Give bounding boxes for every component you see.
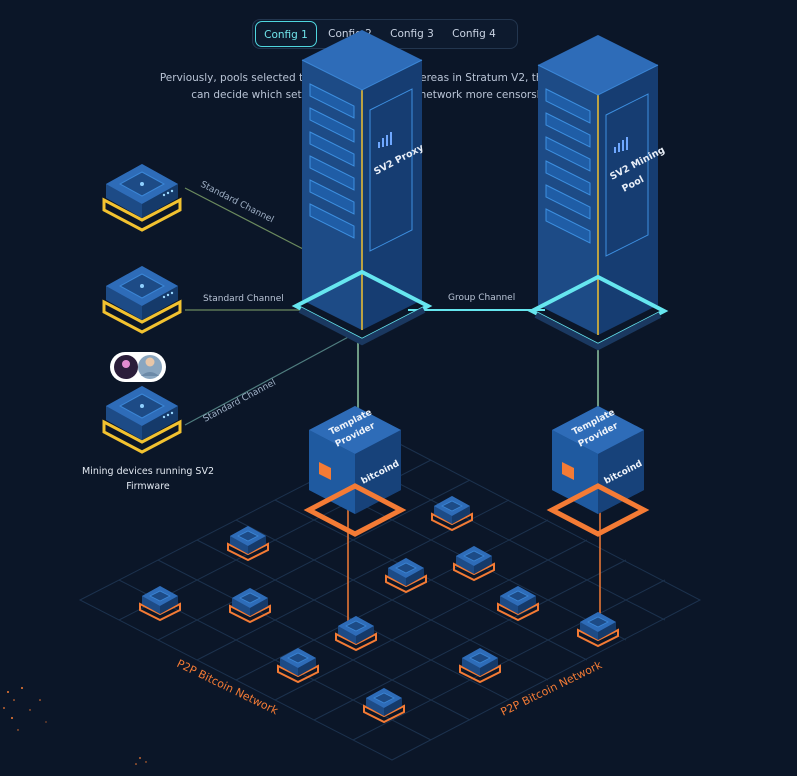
chart-bars-icon: [614, 137, 628, 153]
p2p-node: [229, 587, 271, 623]
decorative-dust: [3, 687, 147, 765]
p2p-node: [497, 585, 539, 621]
mining-device-3: [102, 384, 182, 454]
mining-device-2: [102, 264, 182, 334]
devices-caption-line-1: Mining devices running SV2: [82, 466, 214, 477]
template-provider-right: Template Provider bitcoind: [552, 406, 644, 534]
avatar: [138, 355, 162, 379]
p2p-node: [227, 525, 269, 561]
tab-config-3[interactable]: Config 3: [390, 28, 434, 40]
channel-label-3: Standard Channel: [202, 378, 278, 425]
p2p-node: [277, 647, 319, 683]
tab-config-1[interactable]: Config 1: [255, 21, 317, 47]
channel-label-1: Standard Channel: [199, 180, 276, 226]
devices-caption-line-2: Firmware: [126, 481, 170, 492]
mining-device-1: [102, 162, 182, 232]
channel-label-2: Standard Channel: [203, 294, 284, 304]
p2p-node: [335, 615, 377, 651]
p2p-node: [431, 495, 473, 531]
template-provider-left: Template Provider bitcoind: [309, 406, 401, 534]
sv2-proxy-server: SV2 Proxy: [296, 30, 428, 342]
chart-bars-icon: [378, 132, 392, 148]
tab-config-4[interactable]: Config 4: [452, 28, 496, 40]
p2p-label-left: P2P Bitcoin Network: [175, 657, 281, 718]
p2p-node: [385, 557, 427, 593]
group-channel-label: Group Channel: [448, 293, 515, 303]
sv2-mining-pool-server: SV2 Mining Pool: [532, 35, 667, 347]
user-avatars: [110, 352, 166, 382]
p2p-node: [459, 647, 501, 683]
p2p-label-right: P2P Bitcoin Network: [499, 658, 605, 719]
p2p-node: [139, 585, 181, 621]
p2p-node: [577, 611, 619, 647]
